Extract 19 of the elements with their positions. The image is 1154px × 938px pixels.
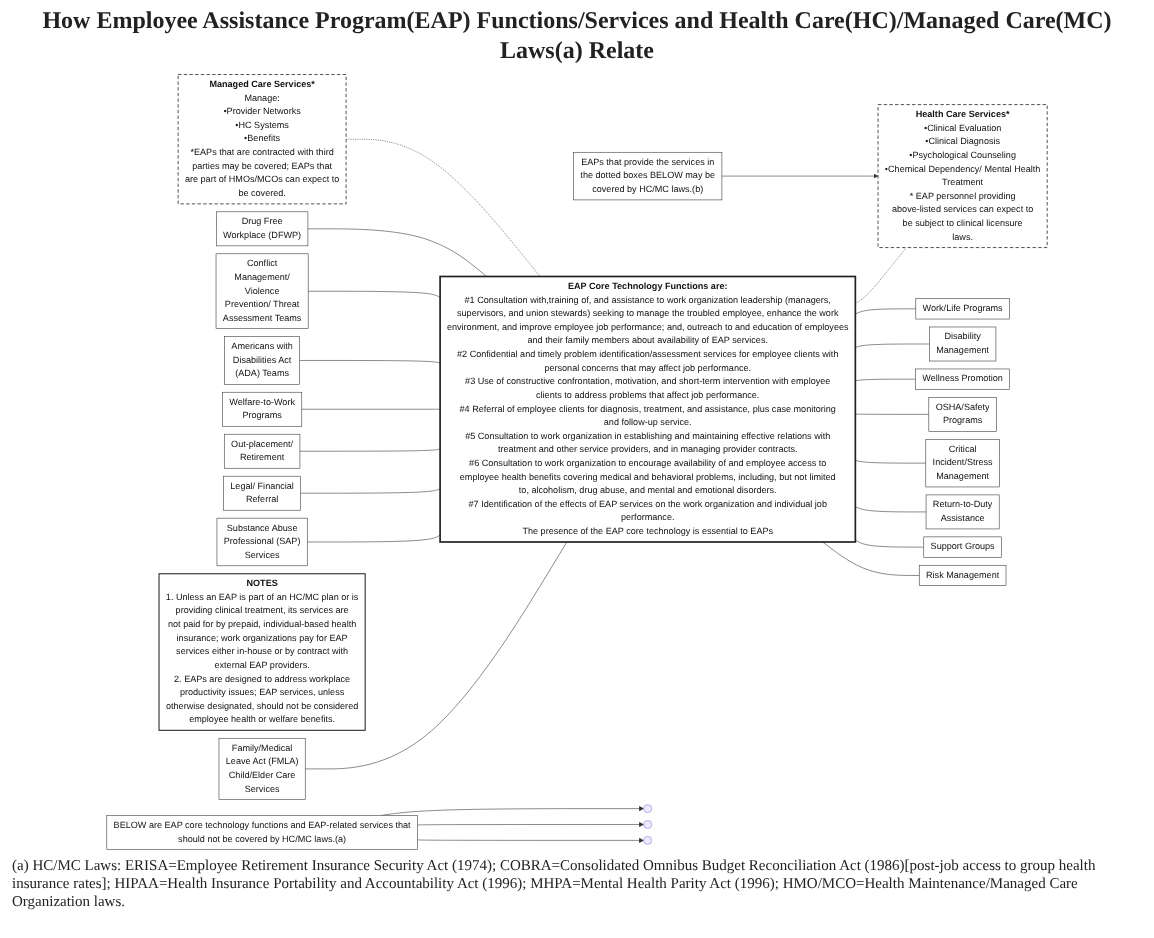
- connector: [855, 343, 930, 348]
- connector: [855, 539, 925, 548]
- diagram-title: How Employee Assistance Program(EAP) Functions/Services and Health Care(HC)/Managed Care(MC) Laws(a) Relate: [40, 4, 1114, 68]
- connector: [304, 541, 568, 770]
- connector: [855, 413, 930, 415]
- connector: [307, 228, 487, 277]
- connector: [306, 534, 441, 543]
- connector: [855, 506, 927, 513]
- connector: [299, 448, 441, 452]
- connector: [300, 488, 441, 494]
- connector: [822, 541, 920, 576]
- connector: [345, 138, 541, 277]
- connector: [855, 378, 916, 381]
- connector: [855, 308, 917, 315]
- connector: [855, 247, 907, 304]
- connector: [855, 460, 927, 464]
- connector: [301, 408, 441, 410]
- connector: [307, 290, 441, 298]
- connector: [299, 360, 441, 364]
